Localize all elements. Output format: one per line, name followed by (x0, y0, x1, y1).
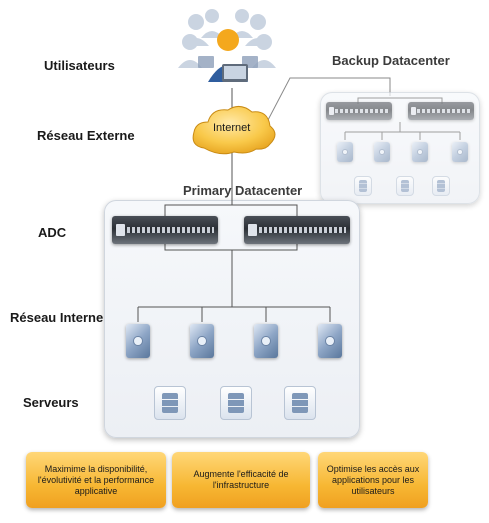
backup-lines (344, 97, 461, 140)
server-icon (374, 142, 390, 162)
benefit-availability: Maximime la disponibilité, l'évolutivité… (26, 452, 166, 508)
primary-datacenter-title: Primary Datacenter (183, 183, 303, 198)
virtual-server-icon (284, 386, 316, 420)
layer-label-external: Réseau Externe (37, 128, 135, 143)
layer-label-internal: Réseau Interne (10, 310, 104, 325)
layer-label-users: Utilisateurs (44, 58, 115, 73)
backup-datacenter-title: Backup Datacenter (332, 53, 450, 68)
server-icon (254, 324, 278, 358)
layer-label-adc: ADC (38, 225, 67, 240)
adc-appliance-icon (244, 216, 350, 244)
internet-to-backup-line (267, 77, 391, 121)
users-group-icon (178, 6, 278, 88)
server-icon (452, 142, 468, 162)
cloud-icon (192, 106, 276, 155)
backup-adc-appliance-1 (326, 102, 392, 120)
layer-label-servers: Serveurs (23, 395, 79, 410)
server-icon (318, 324, 342, 358)
server-icon (337, 142, 353, 162)
virtual-server-icon (354, 176, 372, 196)
server-icon (412, 142, 428, 162)
backup-adc-appliance-2 (408, 102, 474, 120)
server-icon (126, 324, 150, 358)
virtual-server-icon (220, 386, 252, 420)
virtual-server-icon (154, 386, 186, 420)
server-icon (190, 324, 214, 358)
virtual-server-icon (396, 176, 414, 196)
internet-label: Internet (213, 122, 251, 134)
adc-appliance-icon (112, 216, 218, 244)
benefit-efficiency: Augmente l'efficacité de l'infrastructur… (172, 452, 310, 508)
virtual-server-icon (432, 176, 450, 196)
benefit-access: Optimise les accès aux applications pour… (318, 452, 428, 508)
backup-datacenter (320, 92, 480, 204)
